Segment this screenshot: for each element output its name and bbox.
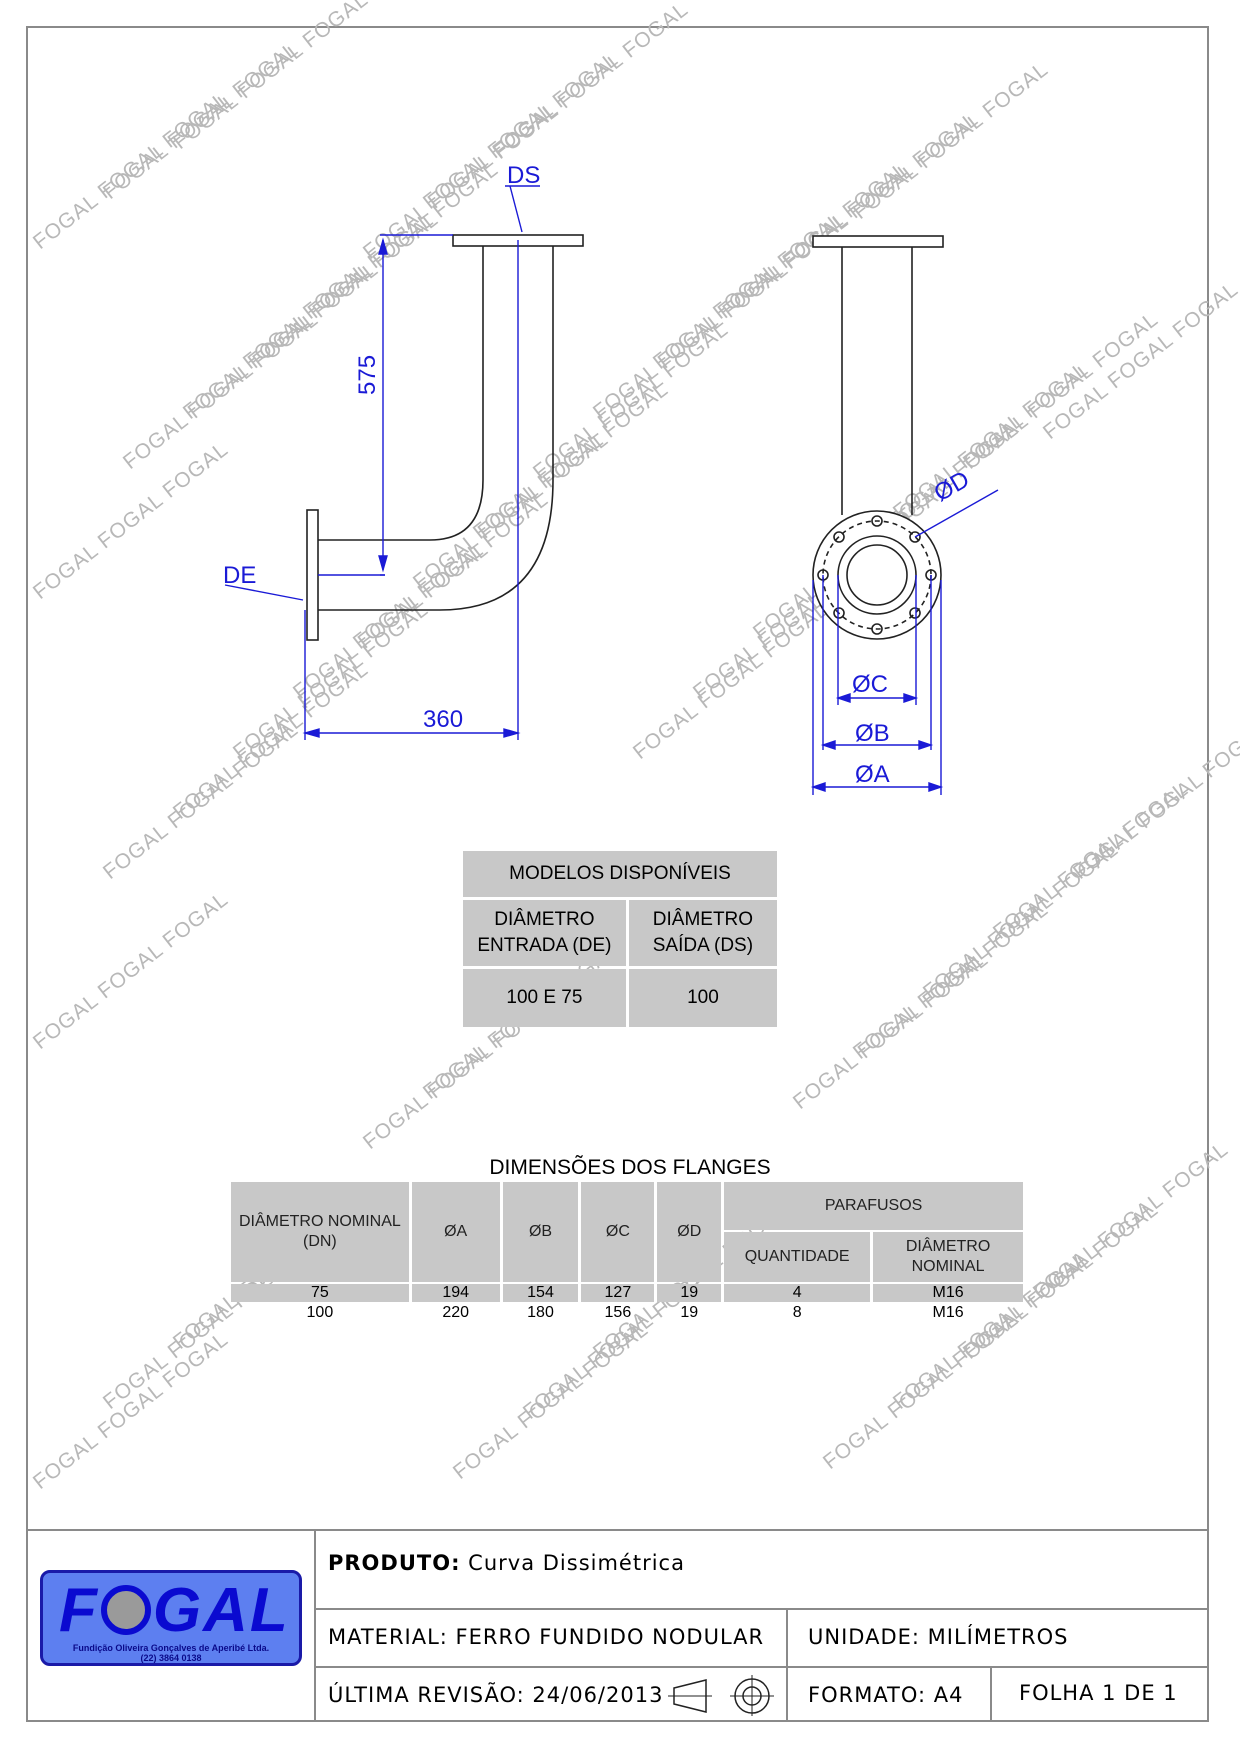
label-ob: ØB xyxy=(855,720,890,747)
bolt-hole xyxy=(833,607,845,619)
bolt-hole xyxy=(871,515,883,527)
leader-ds xyxy=(509,185,523,233)
cell-dn: 100 xyxy=(306,1304,334,1321)
divider xyxy=(314,1531,316,1722)
flange-outer-circle xyxy=(812,510,942,640)
cell-dn: 75 xyxy=(231,1284,409,1302)
arrow xyxy=(903,693,919,703)
company-logo: F GAL Fundição Oliveira Gonçalves de Aper… xyxy=(40,1570,302,1666)
arrow xyxy=(928,782,944,792)
cell-d: 19 xyxy=(680,1304,699,1321)
logo-company-name: Fundição Oliveira Gonçalves de Aperibé L… xyxy=(72,1643,270,1653)
unit-field: UNIDADE: MILÍMETROS xyxy=(808,1625,1069,1649)
bolt-hole xyxy=(871,623,883,635)
flanges-table: DIÂMETRO NOMINAL (DN) ØA ØB ØC ØD PARAFU… xyxy=(228,1180,1026,1324)
label-oc: ØC xyxy=(852,671,888,698)
models-val-entrada: 100 E 75 xyxy=(463,969,626,1027)
arrow xyxy=(820,740,836,750)
front-view-dimensions xyxy=(810,489,999,795)
dim-575: 575 xyxy=(354,355,381,395)
revision-field: ÚLTIMA REVISÃO: 24/06/2013 xyxy=(328,1683,664,1707)
models-col-entrada: DIÂMETRO ENTRADA (DE) xyxy=(463,900,626,966)
bolt-hole xyxy=(909,607,921,619)
table-row: 75 194 154 127 19 4 M16 xyxy=(231,1284,1023,1302)
divider xyxy=(316,1666,1207,1668)
flanges-header-a: ØA xyxy=(411,1182,500,1282)
cell-diam: M16 xyxy=(932,1304,964,1321)
bolt-hole xyxy=(909,531,921,543)
material-field: MATERIAL: FERRO FUNDIDO NODULAR xyxy=(328,1625,765,1649)
flanges-header-dn: DIÂMETRO NOMINAL (DN) xyxy=(231,1182,409,1282)
divider xyxy=(990,1666,992,1722)
pipe-bend-inner xyxy=(318,479,484,541)
bolt-hole xyxy=(833,531,845,543)
logo-word: F GAL xyxy=(59,1575,290,1646)
front-top-flange xyxy=(812,235,944,248)
side-view-dimensions xyxy=(224,185,540,740)
title-block: PRODUTO: Curva Dissimétrica MATERIAL: FE… xyxy=(26,1529,1209,1722)
arrow xyxy=(503,728,521,738)
label-od: ØD xyxy=(930,466,975,507)
flanges-table-title: DIMENSÕES DOS FLANGES xyxy=(489,1156,771,1179)
cell-diam: M16 xyxy=(873,1284,1023,1302)
logo-phone: (22) 3864 0138 xyxy=(140,1653,202,1663)
flanges-header-diametro-nominal: DIÂMETRO NOMINAL xyxy=(873,1232,1023,1282)
arrow xyxy=(302,728,320,738)
leader-de xyxy=(224,584,304,601)
label-de: DE xyxy=(223,562,256,589)
product-label: PRODUTO: xyxy=(328,1551,461,1575)
table-row: 100 220 180 156 19 8 M16 xyxy=(231,1304,1023,1322)
flanges-header-d: ØD xyxy=(657,1182,722,1282)
cell-d: 19 xyxy=(657,1284,722,1302)
cell-c: 156 xyxy=(604,1304,632,1321)
models-table: MODELOS DISPONÍVEIS DIÂMETRO ENTRADA (DE… xyxy=(460,848,780,1030)
divider xyxy=(786,1608,788,1722)
logo-letter-f: F xyxy=(59,1576,99,1645)
cell-a: 194 xyxy=(411,1284,500,1302)
cell-b: 180 xyxy=(527,1304,554,1321)
cell-qtd: 4 xyxy=(724,1284,871,1302)
flanges-header-b: ØB xyxy=(502,1182,579,1282)
arrow xyxy=(835,693,851,703)
leader-od xyxy=(914,489,999,538)
arrow xyxy=(810,782,826,792)
models-table-title: MODELOS DISPONÍVEIS xyxy=(463,851,777,897)
arrow xyxy=(918,740,934,750)
front-view xyxy=(812,235,944,640)
divider xyxy=(316,1608,1207,1610)
sheet-number-field: FOLHA 1 DE 1 xyxy=(1019,1681,1178,1705)
flanges-header-c: ØC xyxy=(581,1182,655,1282)
label-ds: DS xyxy=(507,162,540,189)
projection-symbol-icon xyxy=(668,1675,774,1716)
flanges-header-parafusos: PARAFUSOS xyxy=(724,1182,1023,1230)
product-value: Curva Dissimétrica xyxy=(468,1551,685,1575)
models-col-saida: DIÂMETRO SAÍDA (DS) xyxy=(628,900,777,966)
models-val-saida: 100 xyxy=(628,969,777,1027)
cell-c: 127 xyxy=(581,1284,655,1302)
product-field: PRODUTO: Curva Dissimétrica xyxy=(328,1551,685,1575)
side-view xyxy=(306,234,584,641)
flanges-header-quantidade: QUANTIDADE xyxy=(724,1232,871,1282)
logo-letters-gal: GAL xyxy=(152,1576,290,1645)
cell-qtd: 8 xyxy=(792,1304,802,1321)
cell-a: 220 xyxy=(442,1304,470,1321)
arrow xyxy=(378,555,388,573)
arrow xyxy=(378,237,388,255)
format-field: FORMATO: A4 xyxy=(808,1683,964,1707)
inlet-flange xyxy=(306,509,319,641)
logo-subtitle: Fundição Oliveira Gonçalves de Aperibé L… xyxy=(43,1643,299,1663)
dim-360: 360 xyxy=(423,706,463,733)
pipe-bend-outer xyxy=(318,479,554,611)
drawing-sheet xyxy=(26,26,1209,1722)
cell-b: 154 xyxy=(502,1284,579,1302)
bore-inner xyxy=(846,544,908,606)
label-oa: ØA xyxy=(855,761,890,788)
valve-wheel-icon xyxy=(100,1585,151,1635)
